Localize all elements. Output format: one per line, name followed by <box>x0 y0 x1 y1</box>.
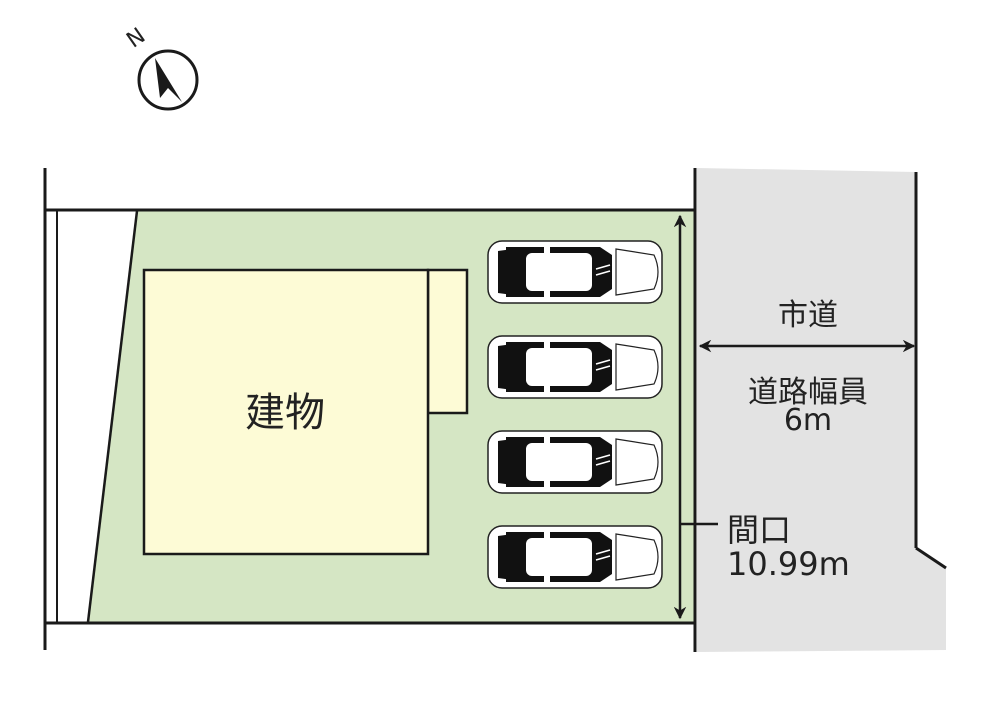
building-label: 建物 <box>245 390 325 436</box>
parked-car <box>487 430 663 494</box>
road-area <box>697 168 946 652</box>
road-width-label: 道路幅員 <box>748 375 868 410</box>
frontage-label: 間口 <box>727 511 792 549</box>
building <box>142 268 430 556</box>
parked-car <box>487 525 663 589</box>
lot-boundary-left <box>86 210 139 623</box>
frontage-value: 10.99m <box>727 545 850 583</box>
north-compass-icon <box>137 49 199 111</box>
road-width-value: 6m <box>783 403 833 438</box>
building-annex <box>426 268 469 415</box>
parked-car <box>487 240 663 304</box>
parked-car <box>487 335 663 399</box>
road-name-label: 市道 <box>778 298 838 333</box>
